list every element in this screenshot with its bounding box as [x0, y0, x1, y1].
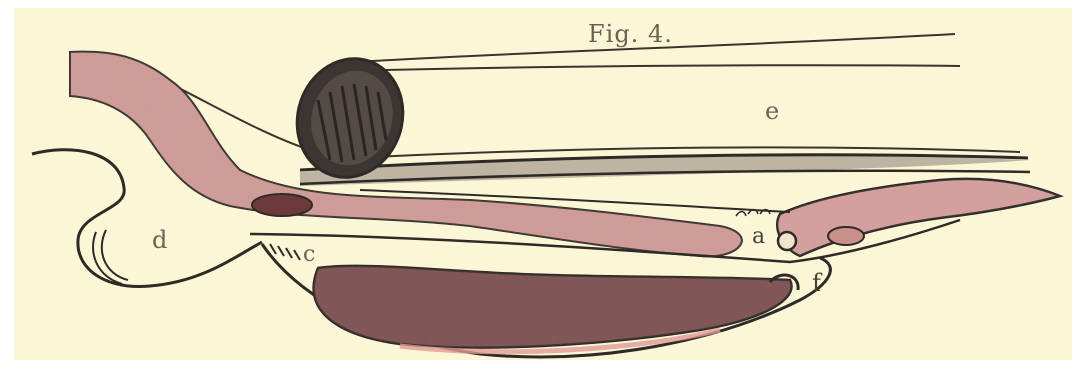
label-c: c — [303, 244, 315, 266]
junction-a-ring — [778, 232, 796, 250]
strand-node-right — [828, 227, 864, 245]
figure-title: Fig. 4. — [588, 22, 673, 46]
label-a: a — [752, 226, 765, 248]
strand-node-left — [252, 194, 312, 216]
label-f: f — [812, 271, 821, 295]
label-e: e — [765, 99, 779, 123]
label-d: d — [152, 228, 167, 252]
